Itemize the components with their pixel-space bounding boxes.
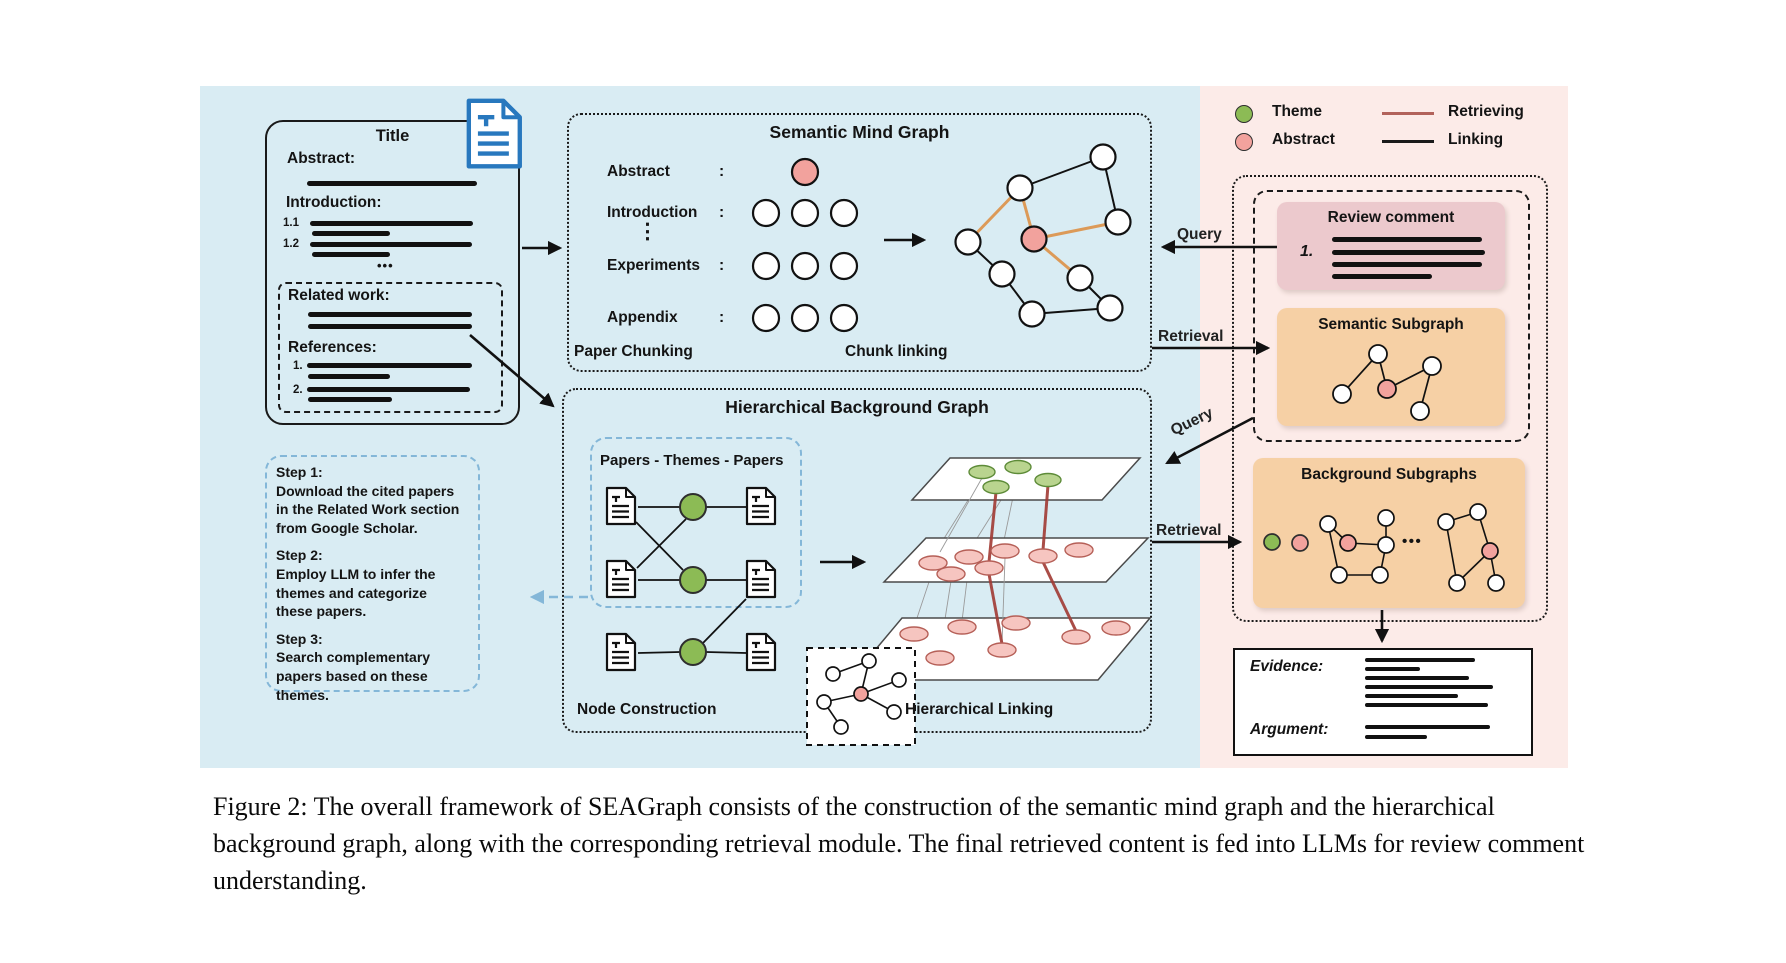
legend-abstract-label: Abstract (1272, 131, 1335, 148)
paper-abstract-label: Abstract: (287, 150, 356, 167)
text-line (310, 221, 473, 226)
smg-colon: : (719, 257, 725, 274)
semantic-mind-graph-box (567, 113, 1152, 372)
steps-text: Step 1: Download the cited papers in the… (276, 463, 478, 704)
smg-row-experiments: Experiments (607, 257, 701, 274)
text-line (307, 181, 477, 186)
paper-chunking-label: Paper Chunking (574, 343, 693, 360)
review-comment-title: Review comment (1327, 209, 1455, 226)
text-line (1332, 237, 1482, 242)
retrieval2-label: Retrieval (1156, 522, 1222, 539)
text-line (1365, 676, 1469, 680)
paper-box (265, 120, 520, 425)
legend-retrieving-label: Retrieving (1448, 103, 1524, 120)
legend-abstract-icon (1235, 133, 1253, 151)
legend-theme-label: Theme (1272, 103, 1322, 120)
legend-linking-line (1382, 140, 1434, 143)
step1-title: Step 1: (276, 464, 323, 480)
step2-title: Step 2: (276, 547, 323, 564)
smg-title: Semantic Mind Graph (769, 122, 950, 142)
text-line (1365, 658, 1475, 662)
node-construction-label: Node Construction (577, 701, 717, 718)
paper-title: Title (375, 127, 410, 145)
smg-vertical-dots: ⋮ (637, 220, 658, 243)
text-line (312, 252, 390, 257)
papers-themes-papers-label: Papers - Themes - Papers (600, 452, 784, 469)
paper-ref2: 2. (293, 384, 303, 396)
step1-body: Download the cited papers in the Related… (276, 482, 460, 536)
right-outer-dotted-box (1232, 175, 1548, 622)
text-line (308, 374, 390, 379)
retrieval-label: Retrieval (1158, 328, 1224, 345)
right-inner-dashed-box (1253, 190, 1530, 442)
paper-sec11: 1.1 (283, 217, 299, 229)
chunk-linking-label: Chunk linking (845, 343, 948, 360)
semantic-subgraph-title: Semantic Subgraph (1318, 316, 1464, 333)
text-line (308, 397, 392, 402)
paper-related-work-label: Related work: (288, 287, 390, 304)
smg-colon: : (719, 163, 725, 180)
smg-row-abstract: Abstract (607, 163, 670, 180)
text-line (1365, 735, 1427, 739)
hbg-title: Hierarchical Background Graph (725, 397, 989, 417)
legend-theme-icon (1235, 105, 1253, 123)
step3-title: Step 3: (276, 630, 323, 647)
background-subgraphs-ellipsis: ••• (1402, 533, 1423, 550)
smg-colon: : (719, 204, 725, 221)
text-line (1332, 250, 1485, 255)
background-subgraphs-title: Background Subgraphs (1301, 466, 1477, 483)
paper-ref1: 1. (293, 360, 303, 372)
steps-box (265, 455, 480, 692)
paper-references-label: References: (288, 339, 377, 356)
review-item-number: 1. (1300, 243, 1314, 260)
text-line (1365, 667, 1420, 671)
text-line (1365, 725, 1490, 729)
legend-retrieving-line (1382, 112, 1434, 115)
text-line (1365, 685, 1493, 689)
text-line (308, 312, 472, 317)
text-line (1332, 274, 1432, 279)
text-line (1365, 694, 1458, 698)
text-line (308, 324, 472, 329)
hierarchical-linking-label: Hierarchical Linking (905, 701, 1054, 718)
argument-label: Argument: (1250, 721, 1329, 738)
evidence-label: Evidence: (1250, 658, 1324, 675)
paper-sec12: 1.2 (283, 238, 299, 250)
paper-ellipsis: ••• (377, 258, 394, 273)
figure-caption: Figure 2: The overall framework of SEAGr… (213, 792, 1585, 895)
legend-linking-label: Linking (1448, 131, 1504, 148)
step3-body: Search complementary papers based on the… (276, 649, 431, 703)
text-line (312, 231, 390, 236)
smg-colon: : (719, 309, 725, 326)
query-label: Query (1177, 226, 1222, 243)
smg-row-appendix: Appendix (607, 309, 678, 326)
paper-introduction-label: Introduction: (286, 194, 382, 211)
papers-themes-papers-box (590, 437, 802, 608)
text-line (307, 363, 472, 368)
text-line (310, 242, 472, 247)
step2-body: Employ LLM to infer the themes and categ… (276, 565, 436, 620)
text-line (307, 387, 470, 392)
text-line (1332, 262, 1482, 267)
smg-row-introduction: Introduction (607, 204, 698, 221)
text-line (1365, 703, 1488, 707)
